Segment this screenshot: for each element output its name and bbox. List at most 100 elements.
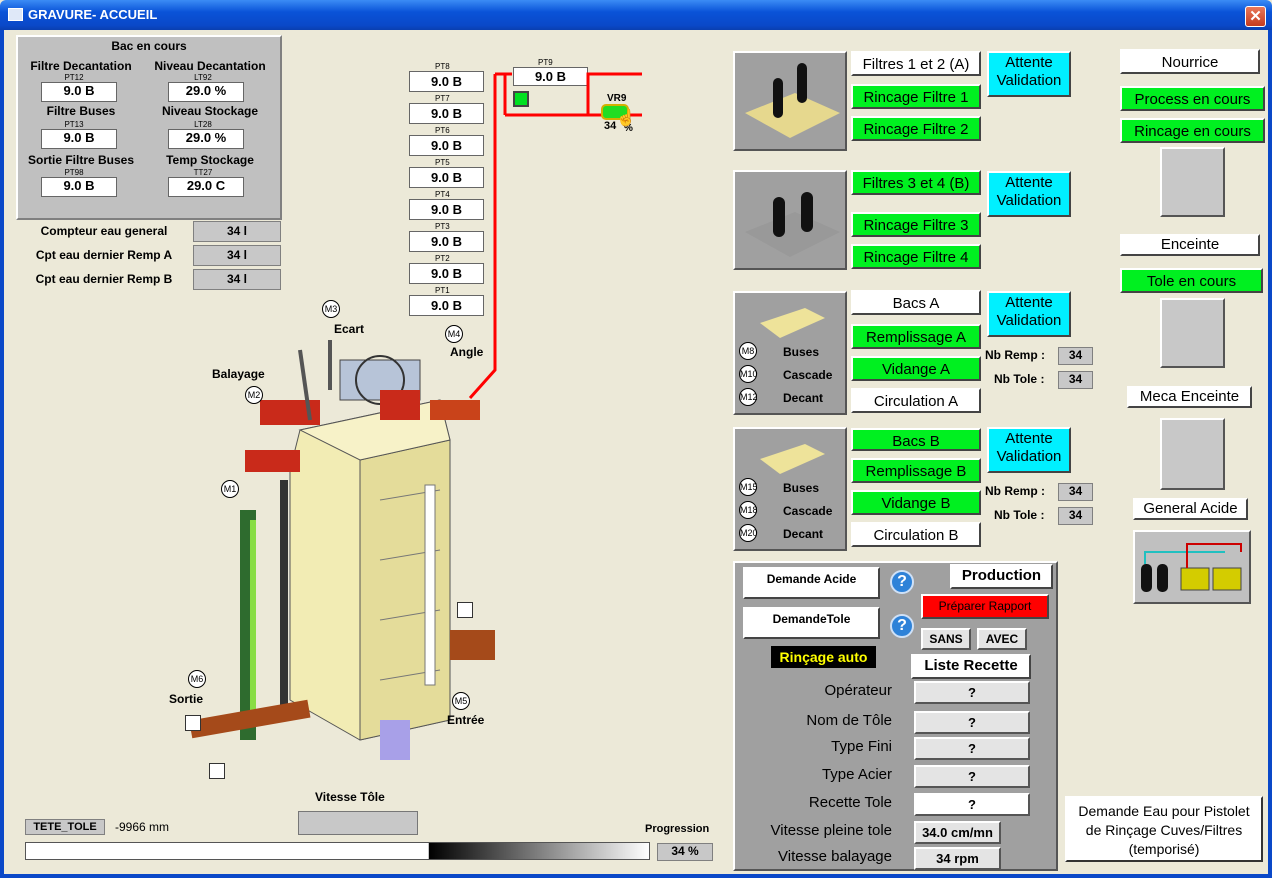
general-acide-title: General Acide — [1133, 498, 1248, 520]
pressure-tag: PT8 — [435, 62, 450, 71]
motor-icon[interactable]: M18 — [739, 501, 758, 519]
app-icon — [8, 8, 23, 21]
avec-button[interactable]: AVEC — [977, 628, 1027, 650]
production-row-value[interactable]: ? — [914, 793, 1030, 816]
production-row-value[interactable]: ? — [914, 711, 1030, 734]
decant-label: Decant — [783, 527, 824, 541]
cascade-label: Cascade — [783, 504, 833, 518]
motor-icon[interactable]: M6 — [188, 670, 206, 688]
filter-a-image[interactable] — [733, 51, 847, 151]
pressure-tag: PT7 — [435, 94, 450, 103]
progression-value: 34 % — [657, 843, 713, 861]
motor-icon[interactable]: M12 — [739, 388, 758, 406]
nourrice-image[interactable] — [1160, 147, 1225, 217]
cascade-label: Cascade — [783, 368, 833, 382]
bac-value: 29.0 C — [168, 177, 244, 197]
balayage-label: Balayage — [212, 367, 265, 381]
remplissage-b-button[interactable]: Remplissage B — [851, 458, 981, 483]
checkbox[interactable] — [457, 602, 473, 618]
vidange-b-button[interactable]: Vidange B — [851, 490, 981, 515]
buses-label: Buses — [783, 481, 820, 495]
motor-icon[interactable]: M5 — [452, 692, 470, 710]
circulation-b-button[interactable]: Circulation B — [851, 522, 981, 547]
counter-label: Compteur eau general — [40, 224, 168, 238]
pressure-value: 9.0 B — [409, 295, 484, 316]
liste-recette-button[interactable]: Liste Recette — [911, 654, 1031, 679]
production-row-label: Recette Tole — [808, 794, 892, 811]
process-en-cours-status: Process en cours — [1120, 86, 1265, 111]
valve-indicator[interactable] — [513, 91, 529, 107]
demande-tole-button[interactable]: DemandeTole — [743, 607, 880, 639]
rincage-filtre-4-button[interactable]: Rincage Filtre 4 — [851, 244, 981, 269]
pressure-value: 9.0 B — [409, 135, 484, 156]
motor-icon[interactable]: M10 — [739, 365, 758, 383]
meca-enceinte-image[interactable] — [1160, 418, 1225, 490]
motor-icon[interactable]: M1 — [221, 480, 239, 498]
vr9-tag: VR9 — [607, 93, 627, 104]
checkbox[interactable] — [209, 763, 225, 779]
checkbox[interactable] — [185, 715, 201, 731]
vitesse-tole-field — [298, 811, 418, 835]
rincage-filtre-2-button[interactable]: Rincage Filtre 2 — [851, 116, 981, 141]
vr9-valve[interactable] — [601, 104, 629, 120]
rincage-filtre-3-button[interactable]: Rincage Filtre 3 — [851, 212, 981, 237]
meca-enceinte-title: Meca Enceinte — [1127, 386, 1252, 408]
progression-label: Progression — [645, 823, 710, 835]
production-row-value[interactable]: 34.0 cm/mn — [914, 821, 1001, 844]
pressure-value: 9.0 B — [409, 231, 484, 252]
entree-label: Entrée — [447, 713, 485, 727]
motor-icon[interactable]: M15 — [739, 478, 758, 496]
window-title: GRAVURE- ACCUEIL — [28, 7, 158, 22]
pressure-tag: PT2 — [435, 254, 450, 263]
preparer-rapport-button[interactable]: Préparer Rapport — [921, 594, 1049, 619]
bacs-a-title: Bacs A — [851, 290, 981, 315]
enceinte-title: Enceinte — [1120, 234, 1260, 256]
rincage-en-cours-status: Rincage en cours — [1120, 118, 1265, 143]
bac-label: Temp Stockage — [166, 153, 254, 167]
production-row-value[interactable]: ? — [914, 681, 1030, 704]
circulation-a-button[interactable]: Circulation A — [851, 388, 981, 413]
demande-acide-button[interactable]: Demande Acide — [743, 567, 880, 599]
production-row-value[interactable]: 34 rpm — [914, 847, 1001, 870]
enceinte-image[interactable] — [1160, 298, 1225, 368]
general-acide-image[interactable] — [1133, 530, 1251, 604]
nb-remp-label: Nb Remp : — [985, 348, 1045, 362]
motor-icon[interactable]: M20 — [739, 524, 758, 542]
bac-label: Filtre Decantation — [30, 59, 132, 73]
progress-bar — [25, 842, 650, 860]
help-icon[interactable]: ? — [890, 614, 914, 638]
motor-icon[interactable]: M2 — [245, 386, 263, 404]
remplissage-a-button[interactable]: Remplissage A — [851, 324, 981, 349]
production-row-label: Type Fini — [831, 738, 892, 755]
production-row-value[interactable]: ? — [914, 765, 1030, 788]
production-row-label: Opérateur — [824, 682, 892, 699]
sortie-label: Sortie — [169, 692, 204, 706]
pressure-value: 9.0 B — [409, 167, 484, 188]
help-icon[interactable]: ? — [890, 570, 914, 594]
bac-tag: TT27 — [193, 168, 213, 177]
counter-label: Cpt eau dernier Remp A — [35, 248, 173, 262]
motor-icon[interactable]: M3 — [322, 300, 340, 318]
pressure-value: 9.0 B — [409, 103, 484, 124]
bac-label: Filtre Buses — [46, 104, 116, 118]
close-button[interactable]: ✕ — [1245, 6, 1266, 27]
vidange-a-button[interactable]: Vidange A — [851, 356, 981, 381]
production-title: Production — [950, 564, 1053, 589]
pressure-value: 9.0 B — [409, 263, 484, 284]
vr9-value: 34 — [604, 120, 617, 132]
motor-icon[interactable]: M8 — [739, 342, 757, 360]
motor-icon[interactable]: M4 — [445, 325, 463, 343]
demande-eau-button[interactable]: Demande Eau pour Pistolet de Rinçage Cuv… — [1065, 796, 1263, 862]
filter-b-image[interactable] — [733, 170, 847, 270]
pressure-tag: PT1 — [435, 286, 450, 295]
filter-b-status: Attente Validation — [987, 171, 1071, 217]
rincage-filtre-1-button[interactable]: Rincage Filtre 1 — [851, 84, 981, 109]
sans-button[interactable]: SANS — [921, 628, 971, 650]
pt9-tag: PT9 — [538, 58, 553, 67]
bac-tag: PT12 — [64, 73, 84, 82]
bac-tag: PT98 — [64, 168, 84, 177]
production-row-value[interactable]: ? — [914, 737, 1030, 760]
bac-value: 29.0 % — [168, 129, 244, 149]
machine-drawing — [189, 340, 495, 760]
pressure-tag: PT5 — [435, 158, 450, 167]
